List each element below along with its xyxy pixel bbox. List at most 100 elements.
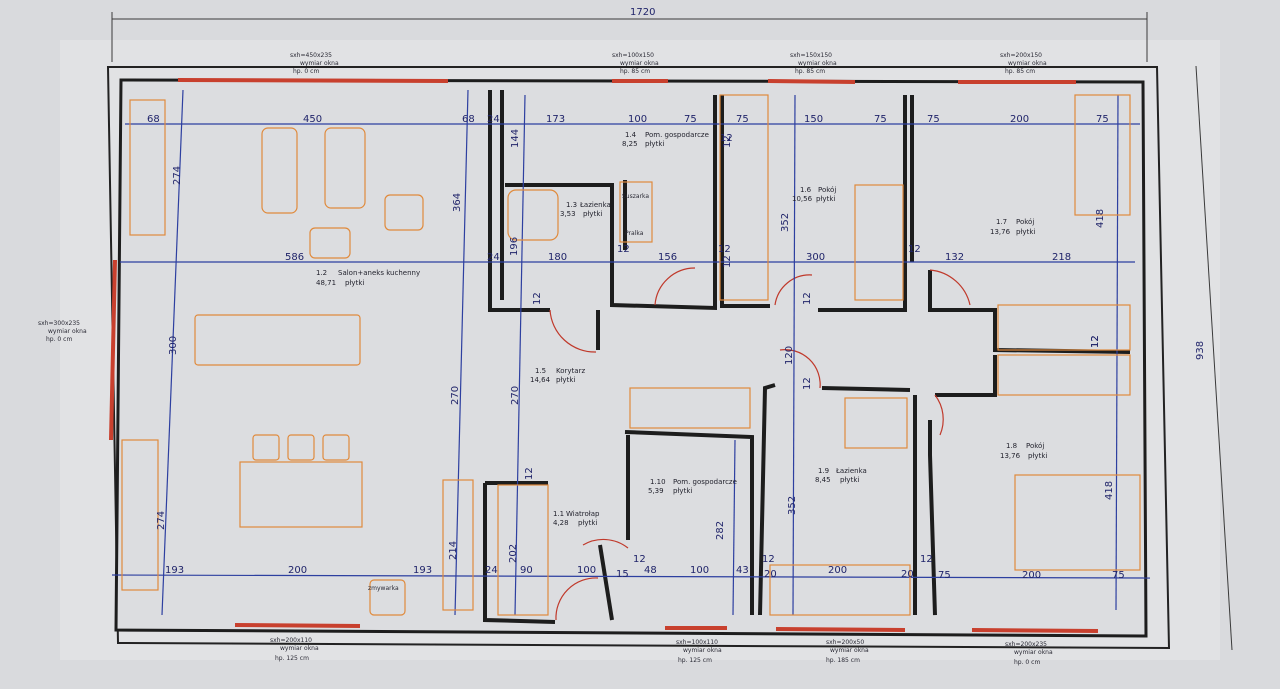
sink-label: zmywarka — [368, 585, 399, 592]
bathtub — [769, 564, 911, 616]
svg-text:3,53: 3,53 — [560, 210, 576, 218]
kitchen-sink — [369, 579, 406, 616]
svg-text:196: 196 — [509, 237, 520, 256]
window-annotations: sxh=450x235 wymiar okna hp. 0 cm sxh=100… — [38, 52, 1053, 666]
dims-left: 274 300 274 — [156, 166, 183, 530]
window-bottom1-note: sxh=200x110 wymiar okna hp. 125 cm — [270, 637, 319, 662]
svg-text:sxh=100x110: sxh=100x110 — [676, 639, 718, 646]
svg-text:48: 48 — [644, 565, 657, 576]
svg-text:450: 450 — [303, 114, 322, 125]
svg-text:Łazienka: Łazienka — [835, 467, 867, 475]
svg-text:8,25: 8,25 — [622, 140, 638, 148]
svg-text:sxh=200x50: sxh=200x50 — [826, 639, 864, 646]
svg-text:Pokój: Pokój — [1026, 442, 1044, 450]
svg-text:hp. 125 cm: hp. 125 cm — [275, 655, 309, 662]
svg-text:Pokój: Pokój — [1016, 218, 1034, 226]
svg-text:wymiar okna: wymiar okna — [620, 60, 659, 67]
svg-text:214: 214 — [448, 541, 459, 560]
svg-text:płytki: płytki — [816, 195, 835, 203]
svg-text:48,71: 48,71 — [316, 279, 336, 287]
svg-text:282: 282 — [715, 521, 726, 540]
dims-vertical: 144 364 196 12 352 12 418 12 270 270 214… — [448, 129, 1115, 563]
svg-text:173: 173 — [546, 114, 565, 125]
svg-text:sxh=150x150: sxh=150x150 — [790, 52, 832, 59]
svg-text:12: 12 — [532, 292, 543, 305]
svg-text:Pom. gospodarcze: Pom. gospodarcze — [673, 478, 737, 486]
overall-depth-dimension: 938 — [1195, 65, 1233, 651]
tv-stand — [129, 99, 166, 236]
svg-text:12: 12 — [1090, 335, 1101, 348]
svg-text:100: 100 — [577, 565, 596, 576]
svg-text:sxh=450x235: sxh=450x235 — [290, 52, 332, 59]
window-top3-note: sxh=150x150 wymiar okna hp. 85 cm — [790, 52, 837, 75]
svg-text:193: 193 — [413, 565, 432, 576]
svg-text:13,76: 13,76 — [1000, 452, 1021, 460]
svg-text:24: 24 — [485, 565, 498, 576]
svg-text:1.10: 1.10 — [650, 478, 666, 486]
svg-text:270: 270 — [510, 386, 521, 405]
overall-width-label: 1720 — [630, 7, 655, 18]
svg-text:Salon+aneks kuchenny: Salon+aneks kuchenny — [338, 269, 420, 277]
svg-text:352: 352 — [780, 213, 791, 232]
svg-text:75: 75 — [1112, 570, 1125, 581]
svg-text:1.3: 1.3 — [566, 201, 577, 209]
svg-text:12: 12 — [720, 133, 733, 144]
room-1-5: 1.5 Korytarz 14,64 płytki — [530, 367, 585, 384]
svg-text:1.4: 1.4 — [625, 131, 637, 139]
svg-text:5,39: 5,39 — [648, 487, 664, 495]
bed-2 — [1074, 94, 1131, 216]
svg-text:12: 12 — [617, 244, 630, 255]
closet-3 — [997, 354, 1131, 396]
svg-text:12: 12 — [524, 467, 535, 480]
dimension-lines — [111, 89, 1151, 616]
svg-text:14,64: 14,64 — [530, 376, 551, 384]
room-1-9: 1.9 Łazienka 8,45 płytki — [815, 467, 867, 484]
room-1-10: 1.10 Pom. gospodarcze 5,39 płytki — [648, 478, 737, 495]
interior-walls — [483, 90, 1131, 624]
svg-text:sxh=200x235: sxh=200x235 — [1005, 641, 1047, 648]
window-bottom2-note: sxh=100x110 wymiar okna hp. 125 cm — [676, 639, 722, 664]
laundry — [619, 181, 653, 243]
svg-text:24: 24 — [487, 114, 500, 125]
kitchen-counter — [121, 439, 159, 591]
shower — [507, 189, 559, 241]
svg-text:hp. 0 cm: hp. 0 cm — [1014, 659, 1040, 666]
room-1-4: 1.4 Pom. gospodarcze 8,25 płytki — [622, 131, 709, 148]
svg-text:sxh=300x235: sxh=300x235 — [38, 320, 80, 327]
overall-depth-label: 938 — [1195, 341, 1206, 360]
window-bottom3 — [775, 627, 906, 632]
window-top3 — [767, 79, 856, 84]
bed-3 — [1014, 474, 1141, 571]
svg-text:75: 75 — [874, 114, 887, 125]
svg-text:75: 75 — [1096, 114, 1109, 125]
room-1-3: 1.3 Łazienka 3,53 płytki — [560, 201, 611, 218]
svg-text:43: 43 — [736, 565, 749, 576]
svg-text:24: 24 — [487, 252, 500, 263]
window-top1 — [177, 78, 449, 83]
svg-text:1.5: 1.5 — [535, 367, 546, 375]
svg-text:218: 218 — [1052, 252, 1071, 263]
svg-text:68: 68 — [462, 114, 475, 125]
svg-text:wymiar okna: wymiar okna — [830, 647, 869, 654]
window-bottom1 — [234, 623, 361, 628]
svg-text:75: 75 — [736, 114, 749, 125]
svg-text:120: 120 — [784, 346, 795, 365]
svg-text:1.8: 1.8 — [1006, 442, 1017, 450]
svg-text:Pokój: Pokój — [818, 186, 836, 194]
sofa — [261, 127, 298, 214]
svg-text:płytki: płytki — [645, 140, 664, 148]
svg-text:12: 12 — [722, 255, 733, 268]
svg-text:100: 100 — [628, 114, 647, 125]
armchair-2 — [309, 227, 351, 259]
svg-text:płytki: płytki — [345, 279, 364, 287]
svg-text:300: 300 — [168, 336, 179, 355]
svg-text:wymiar okna: wymiar okna — [1014, 649, 1053, 656]
svg-text:hp. 85 cm: hp. 85 cm — [795, 68, 825, 75]
svg-text:586: 586 — [285, 252, 304, 263]
windows — [109, 78, 1099, 633]
svg-text:12: 12 — [633, 554, 646, 565]
svg-text:12: 12 — [802, 377, 813, 390]
svg-text:274: 274 — [172, 166, 183, 185]
svg-text:352: 352 — [787, 496, 798, 515]
